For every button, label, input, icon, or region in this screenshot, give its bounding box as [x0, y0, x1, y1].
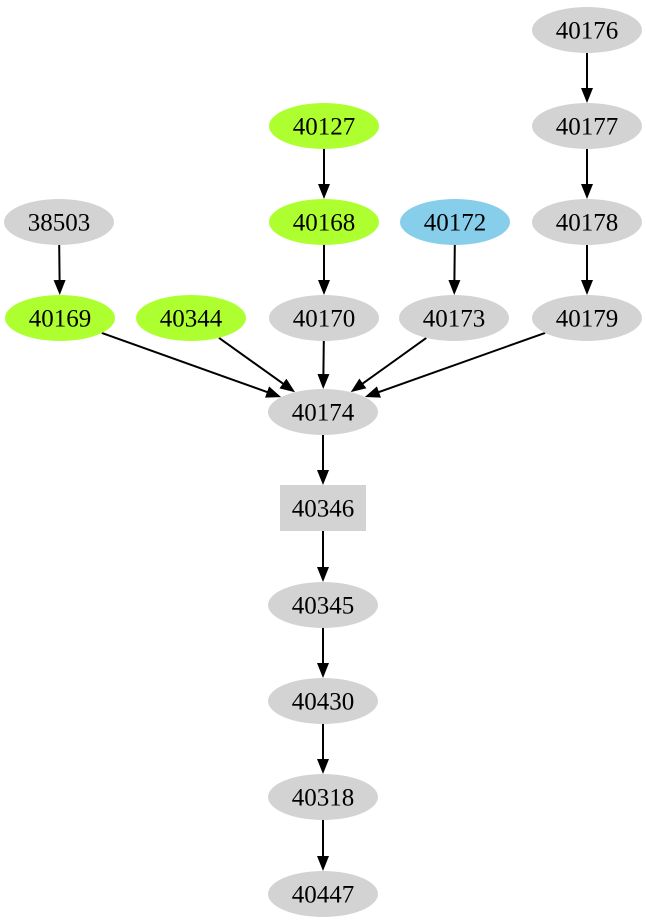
- node-label: 40346: [292, 496, 355, 523]
- node-40127: 40127: [269, 103, 379, 149]
- node-ellipse: [268, 582, 378, 628]
- node-label: 40174: [292, 400, 355, 427]
- node-label: 40170: [293, 306, 356, 333]
- node-40447: 40447: [268, 871, 378, 917]
- node-40178: 40178: [532, 199, 642, 245]
- node-label: 40447: [292, 882, 355, 909]
- node-40176: 40176: [532, 7, 642, 53]
- node-label: 40344: [160, 306, 223, 333]
- node-ellipse: [269, 295, 379, 341]
- node-box: [280, 485, 366, 531]
- node-ellipse: [269, 199, 379, 245]
- edge-40173-40174: [350, 337, 427, 393]
- node-label: 40168: [293, 210, 356, 237]
- node-label: 40430: [292, 689, 355, 716]
- node-label: 40169: [29, 306, 92, 333]
- node-ellipse: [532, 7, 642, 53]
- node-40169: 40169: [5, 295, 115, 341]
- node-40318: 40318: [268, 774, 378, 820]
- node-ellipse: [269, 103, 379, 149]
- node-label: 40172: [424, 210, 487, 237]
- edge-40344-40174: [218, 336, 296, 393]
- node-ellipse: [268, 774, 378, 820]
- node-40170: 40170: [269, 295, 379, 341]
- node-label: 38503: [28, 210, 91, 237]
- node-ellipse: [532, 199, 642, 245]
- node-40173: 40173: [399, 295, 509, 341]
- node-40172: 40172: [400, 199, 510, 245]
- node-ellipse: [399, 295, 509, 341]
- node-ellipse: [268, 389, 378, 435]
- node-label: 40176: [556, 18, 619, 45]
- node-38503: 38503: [4, 199, 114, 245]
- node-40174: 40174: [268, 389, 378, 435]
- node-label: 40345: [292, 593, 355, 620]
- node-label: 40179: [556, 306, 619, 333]
- node-40344: 40344: [136, 295, 246, 341]
- node-ellipse: [532, 295, 642, 341]
- node-ellipse: [4, 199, 114, 245]
- node-ellipse: [136, 295, 246, 341]
- node-ellipse: [268, 678, 378, 724]
- node-label: 40127: [293, 114, 356, 141]
- node-40345: 40345: [268, 582, 378, 628]
- node-ellipse: [268, 871, 378, 917]
- node-label: 40177: [556, 114, 619, 141]
- node-label: 40173: [423, 306, 486, 333]
- node-40177: 40177: [532, 103, 642, 149]
- node-40430: 40430: [268, 678, 378, 724]
- edge-40169-40174: [101, 331, 282, 398]
- node-ellipse: [400, 199, 510, 245]
- node-label: 40318: [292, 785, 355, 812]
- node-ellipse: [532, 103, 642, 149]
- node-label: 40178: [556, 210, 619, 237]
- edge-40179-40174: [364, 331, 546, 398]
- node-40346: 40346: [280, 485, 366, 531]
- node-40168: 40168: [269, 199, 379, 245]
- node-ellipse: [5, 295, 115, 341]
- node-40179: 40179: [532, 295, 642, 341]
